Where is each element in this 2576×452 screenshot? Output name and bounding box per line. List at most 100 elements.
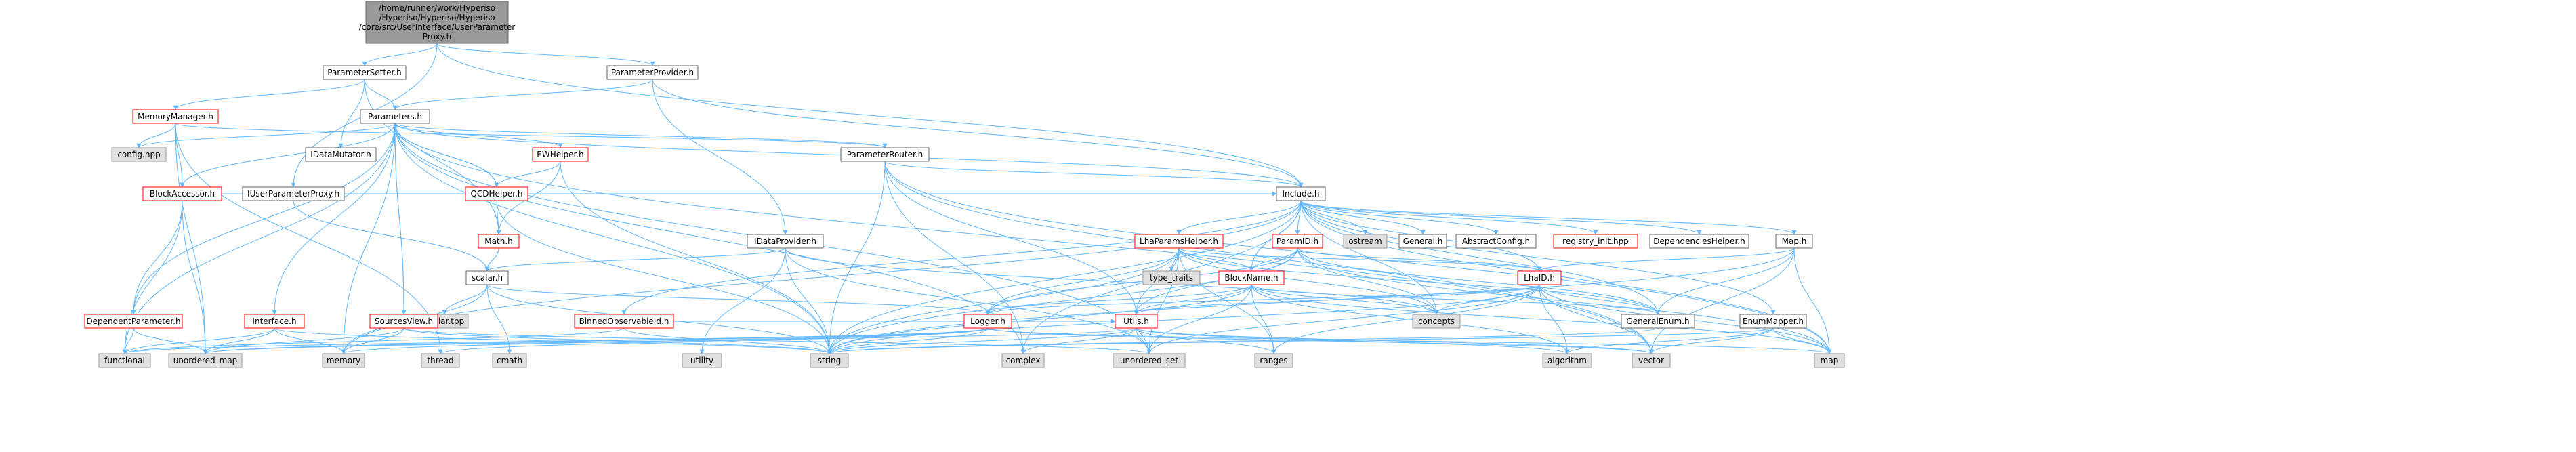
graph-node-label: IDataMutator.h xyxy=(310,150,371,159)
graph-node-include[interactable]: Include.h xyxy=(1276,186,1326,201)
include-edge-lhaparamshelper-to-concepts xyxy=(1178,247,1439,315)
include-edge-scalar-to-scalartpp xyxy=(442,284,488,315)
graph-node-memory[interactable]: memory xyxy=(322,353,365,368)
graph-node-ostream[interactable]: ostream xyxy=(1343,234,1388,249)
include-edge-include-to-ostream xyxy=(1300,200,1368,235)
graph-node-thread[interactable]: thread xyxy=(421,353,460,368)
graph-node-qcdhelper[interactable]: QCDHelper.h xyxy=(465,186,528,201)
graph-node-blockaccessor[interactable]: BlockAccessor.h xyxy=(142,186,222,201)
include-edge-parameters-to-parameterrouter xyxy=(394,123,888,148)
graph-node-label: scalar.h xyxy=(472,273,503,283)
graph-node-config[interactable]: config.hpp xyxy=(111,147,167,162)
include-edge-logger-to-map xyxy=(987,327,1832,354)
graph-node-abstractconfig[interactable]: AbstractConfig.h xyxy=(1455,234,1537,249)
include-edge-memorymanager-to-config xyxy=(136,123,176,148)
graph-node-label: SourcesView.h xyxy=(375,316,433,326)
include-edge-binnedobservableid-to-functional xyxy=(122,327,625,354)
graph-node-box xyxy=(478,234,520,249)
graph-node-label: Math.h xyxy=(484,237,512,246)
graph-node-unordered_map[interactable]: unordered_map xyxy=(168,353,243,368)
graph-node-label: functional xyxy=(104,356,145,365)
graph-node-root[interactable]: /home/runner/work/Hyperiso/Hyperiso/Hype… xyxy=(359,1,516,44)
include-edge-utils-to-string xyxy=(827,327,1137,354)
graph-node-interface[interactable]: Interface.h xyxy=(244,314,305,329)
graph-node-label: General.h xyxy=(1403,237,1443,246)
graph-node-label: IDataProvider.h xyxy=(754,237,816,246)
include-edge-parametersetter-to-parameters xyxy=(364,79,398,110)
graph-node-dependentparameter[interactable]: DependentParameter.h xyxy=(84,314,183,329)
graph-node-parameterrouter[interactable]: ParameterRouter.h xyxy=(840,147,930,162)
graph-node-box xyxy=(1276,186,1326,201)
include-edge-paramid-to-map xyxy=(1297,247,1832,354)
include-edge-lhaid-to-logger xyxy=(985,284,1540,315)
graph-node-string[interactable]: string xyxy=(810,353,849,368)
graph-node-mathh[interactable]: Math.h xyxy=(478,234,520,249)
include-edge-blockname-to-utils xyxy=(1134,284,1252,315)
graph-node-binnedobservableid[interactable]: BinnedObservableId.h xyxy=(574,314,674,329)
include-edge-utils-to-unordered_set xyxy=(1136,327,1152,354)
graph-node-vector[interactable]: vector xyxy=(1632,353,1671,368)
graph-node-paramid[interactable]: ParamID.h xyxy=(1272,234,1323,249)
graph-node-dependencieshelper[interactable]: DependenciesHelper.h xyxy=(1649,234,1749,249)
graph-node-ewhelper[interactable]: EWHelper.h xyxy=(532,147,589,162)
include-edge-interface-to-functional xyxy=(122,327,275,354)
graph-node-ranges[interactable]: ranges xyxy=(1254,353,1293,368)
include-edge-map_h-to-lhaid xyxy=(1537,247,1795,272)
graph-node-label: DependenciesHelper.h xyxy=(1653,237,1745,246)
include-edge-blockaccessor-to-unordered_map xyxy=(182,200,208,354)
graph-node-box xyxy=(1343,234,1388,249)
graph-node-lhaparamshelper[interactable]: LhaParamsHelper.h xyxy=(1134,234,1224,249)
graph-node-map[interactable]: map xyxy=(1814,353,1845,368)
graph-node-generalenum[interactable]: GeneralEnum.h xyxy=(1621,314,1695,329)
include-edge-enummapper-to-vector xyxy=(1648,327,1774,354)
graph-node-functional[interactable]: functional xyxy=(98,353,151,368)
graph-node-lhaid[interactable]: LhaID.h xyxy=(1517,270,1562,285)
graph-node-parameters[interactable]: Parameters.h xyxy=(360,109,430,124)
include-edge-map_h-to-map xyxy=(1793,247,1832,354)
graph-node-concepts[interactable]: concepts xyxy=(1412,314,1461,329)
graph-node-box xyxy=(574,314,674,329)
graph-node-general[interactable]: General.h xyxy=(1398,234,1447,249)
graph-node-sourcesview[interactable]: SourcesView.h xyxy=(369,314,438,329)
graph-node-iuserparameterproxy[interactable]: IUserParameterProxy.h xyxy=(242,186,345,201)
graph-node-label: unordered_map xyxy=(173,356,238,365)
include-edge-include-to-string xyxy=(827,200,1302,354)
graph-node-box xyxy=(1517,270,1562,285)
graph-node-enummapper[interactable]: EnumMapper.h xyxy=(1739,314,1807,329)
include-edge-utils-to-unordered_map xyxy=(203,327,1137,354)
graph-node-unordered_set[interactable]: unordered_set xyxy=(1113,353,1186,368)
graph-node-memorymanager[interactable]: MemoryManager.h xyxy=(132,109,219,124)
graph-node-utils[interactable]: Utils.h xyxy=(1115,314,1158,329)
include-edge-blockname-to-string xyxy=(827,284,1252,354)
graph-node-box xyxy=(323,65,407,80)
graph-node-idatamutator[interactable]: IDataMutator.h xyxy=(305,147,377,162)
include-edge-paramid-to-concepts xyxy=(1297,247,1439,315)
graph-node-label: QCDHelper.h xyxy=(470,189,522,199)
graph-node-scalar[interactable]: scalar.h xyxy=(465,270,509,285)
graph-node-logger[interactable]: Logger.h xyxy=(963,314,1012,329)
include-edge-scalar-to-logger xyxy=(486,284,991,315)
graph-node-complex[interactable]: complex xyxy=(1001,353,1045,368)
graph-node-cmath[interactable]: cmath xyxy=(492,353,527,368)
include-edge-blockname-to-algorithm xyxy=(1251,284,1570,354)
graph-node-algorithm[interactable]: algorithm xyxy=(1542,353,1592,368)
graph-node-label: MemoryManager.h xyxy=(138,112,213,121)
graph-node-box xyxy=(682,353,722,368)
graph-node-typetraits[interactable]: type_traits xyxy=(1142,270,1201,285)
include-edge-lhaid-to-string xyxy=(827,284,1540,354)
graph-node-blockname[interactable]: BlockName.h xyxy=(1218,270,1285,285)
graph-node-box xyxy=(98,353,151,368)
graph-node-registryinit[interactable]: registry_init.hpp xyxy=(1553,234,1638,249)
include-edge-utils-to-complex xyxy=(1020,327,1137,354)
graph-node-utility[interactable]: utility xyxy=(682,353,722,368)
include-edge-parameterrouter-to-vector xyxy=(884,161,1654,354)
graph-node-parametersetter[interactable]: ParameterSetter.h xyxy=(323,65,407,80)
graph-node-label: cmath xyxy=(497,356,522,365)
include-edge-map_h-to-string xyxy=(827,247,1795,354)
graph-node-box xyxy=(360,109,430,124)
graph-node-box xyxy=(810,353,849,368)
graph-node-map_h[interactable]: Map.h xyxy=(1775,234,1813,249)
include-edge-lhaid-to-utils xyxy=(1134,284,1540,315)
graph-node-parameterprovider[interactable]: ParameterProvider.h xyxy=(606,65,699,80)
graph-node-idataprovider[interactable]: IDataProvider.h xyxy=(747,234,824,249)
